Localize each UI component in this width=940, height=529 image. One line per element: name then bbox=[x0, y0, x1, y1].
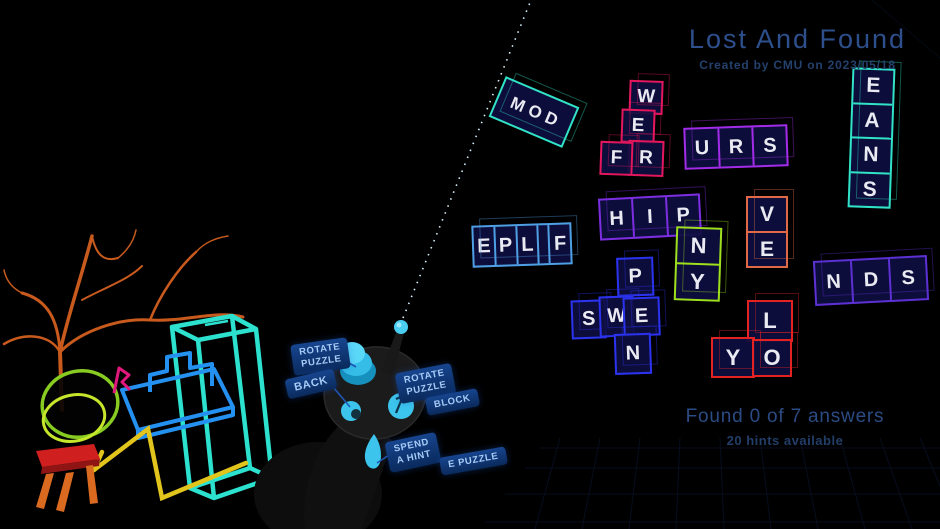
letter-cell: R bbox=[717, 127, 753, 167]
magenta-wire-shape bbox=[112, 366, 132, 394]
letter-cell: E bbox=[622, 296, 661, 337]
letter-cell: D bbox=[850, 259, 890, 303]
wireframe-frame bbox=[91, 425, 249, 502]
hints-status: 20 hints available bbox=[726, 433, 844, 448]
controller-antenna bbox=[381, 330, 404, 375]
letter-cell: E bbox=[865, 74, 881, 98]
letter-cell: Y bbox=[675, 262, 720, 300]
controller-pointer-ray bbox=[402, 0, 532, 319]
page-subtitle: Created by CMU on 2023/05/18 bbox=[699, 58, 896, 72]
puzzle-block-wer-fr[interactable]: W E R F bbox=[594, 75, 676, 182]
puzzle-block-nds[interactable]: N D S bbox=[812, 255, 930, 306]
letter-cell: N bbox=[850, 136, 892, 173]
letter-cell: L bbox=[514, 225, 538, 265]
puzzle-block-lyo[interactable]: L Y O bbox=[710, 293, 799, 390]
puzzle-block-eplf[interactable]: E P L F bbox=[471, 222, 573, 268]
letter-cell: F bbox=[599, 140, 634, 176]
letter-cell: S bbox=[887, 257, 927, 301]
stool bbox=[36, 444, 100, 512]
letter-cell: S bbox=[751, 126, 787, 166]
page-title: Lost And Found bbox=[688, 24, 907, 54]
letter-cell: V bbox=[759, 202, 774, 226]
letter-cell: N bbox=[825, 270, 842, 294]
puzzle-block-pen-swe[interactable]: P S W E N bbox=[564, 248, 664, 377]
wireframe-rings bbox=[40, 369, 120, 443]
letter-cell: P bbox=[493, 226, 517, 265]
puzzle-block-eans[interactable]: E A N S bbox=[847, 67, 896, 209]
letter-cell: E bbox=[748, 231, 786, 266]
puzzle-block-ve[interactable]: V E bbox=[746, 189, 794, 268]
vr-floor-grid bbox=[485, 0, 940, 529]
letter-cell: H bbox=[608, 206, 625, 230]
letter-cell: P bbox=[616, 256, 655, 297]
trigger[interactable] bbox=[364, 434, 381, 469]
puzzle-block-urs[interactable]: U R S bbox=[683, 124, 789, 170]
letter-cell: Y bbox=[711, 330, 761, 378]
controller-tip-ball bbox=[394, 320, 408, 334]
letter-cell: O bbox=[752, 332, 798, 377]
letter-cell: N bbox=[690, 232, 708, 259]
letter-cell: L bbox=[747, 293, 799, 342]
letter-cell: I bbox=[631, 197, 667, 237]
letter-cell: E bbox=[620, 108, 656, 144]
vr-controller bbox=[254, 320, 427, 529]
letter-cell: N bbox=[613, 332, 653, 375]
letter-cell: U bbox=[694, 136, 710, 159]
letter-cell: E bbox=[476, 234, 491, 258]
letter-cell: A bbox=[852, 101, 893, 138]
puzzle-block-ny[interactable]: N Y bbox=[673, 226, 723, 302]
found-status: Found 0 of 7 answers bbox=[685, 406, 885, 427]
b-button[interactable] bbox=[341, 401, 361, 421]
letter-cell: S bbox=[849, 170, 890, 207]
